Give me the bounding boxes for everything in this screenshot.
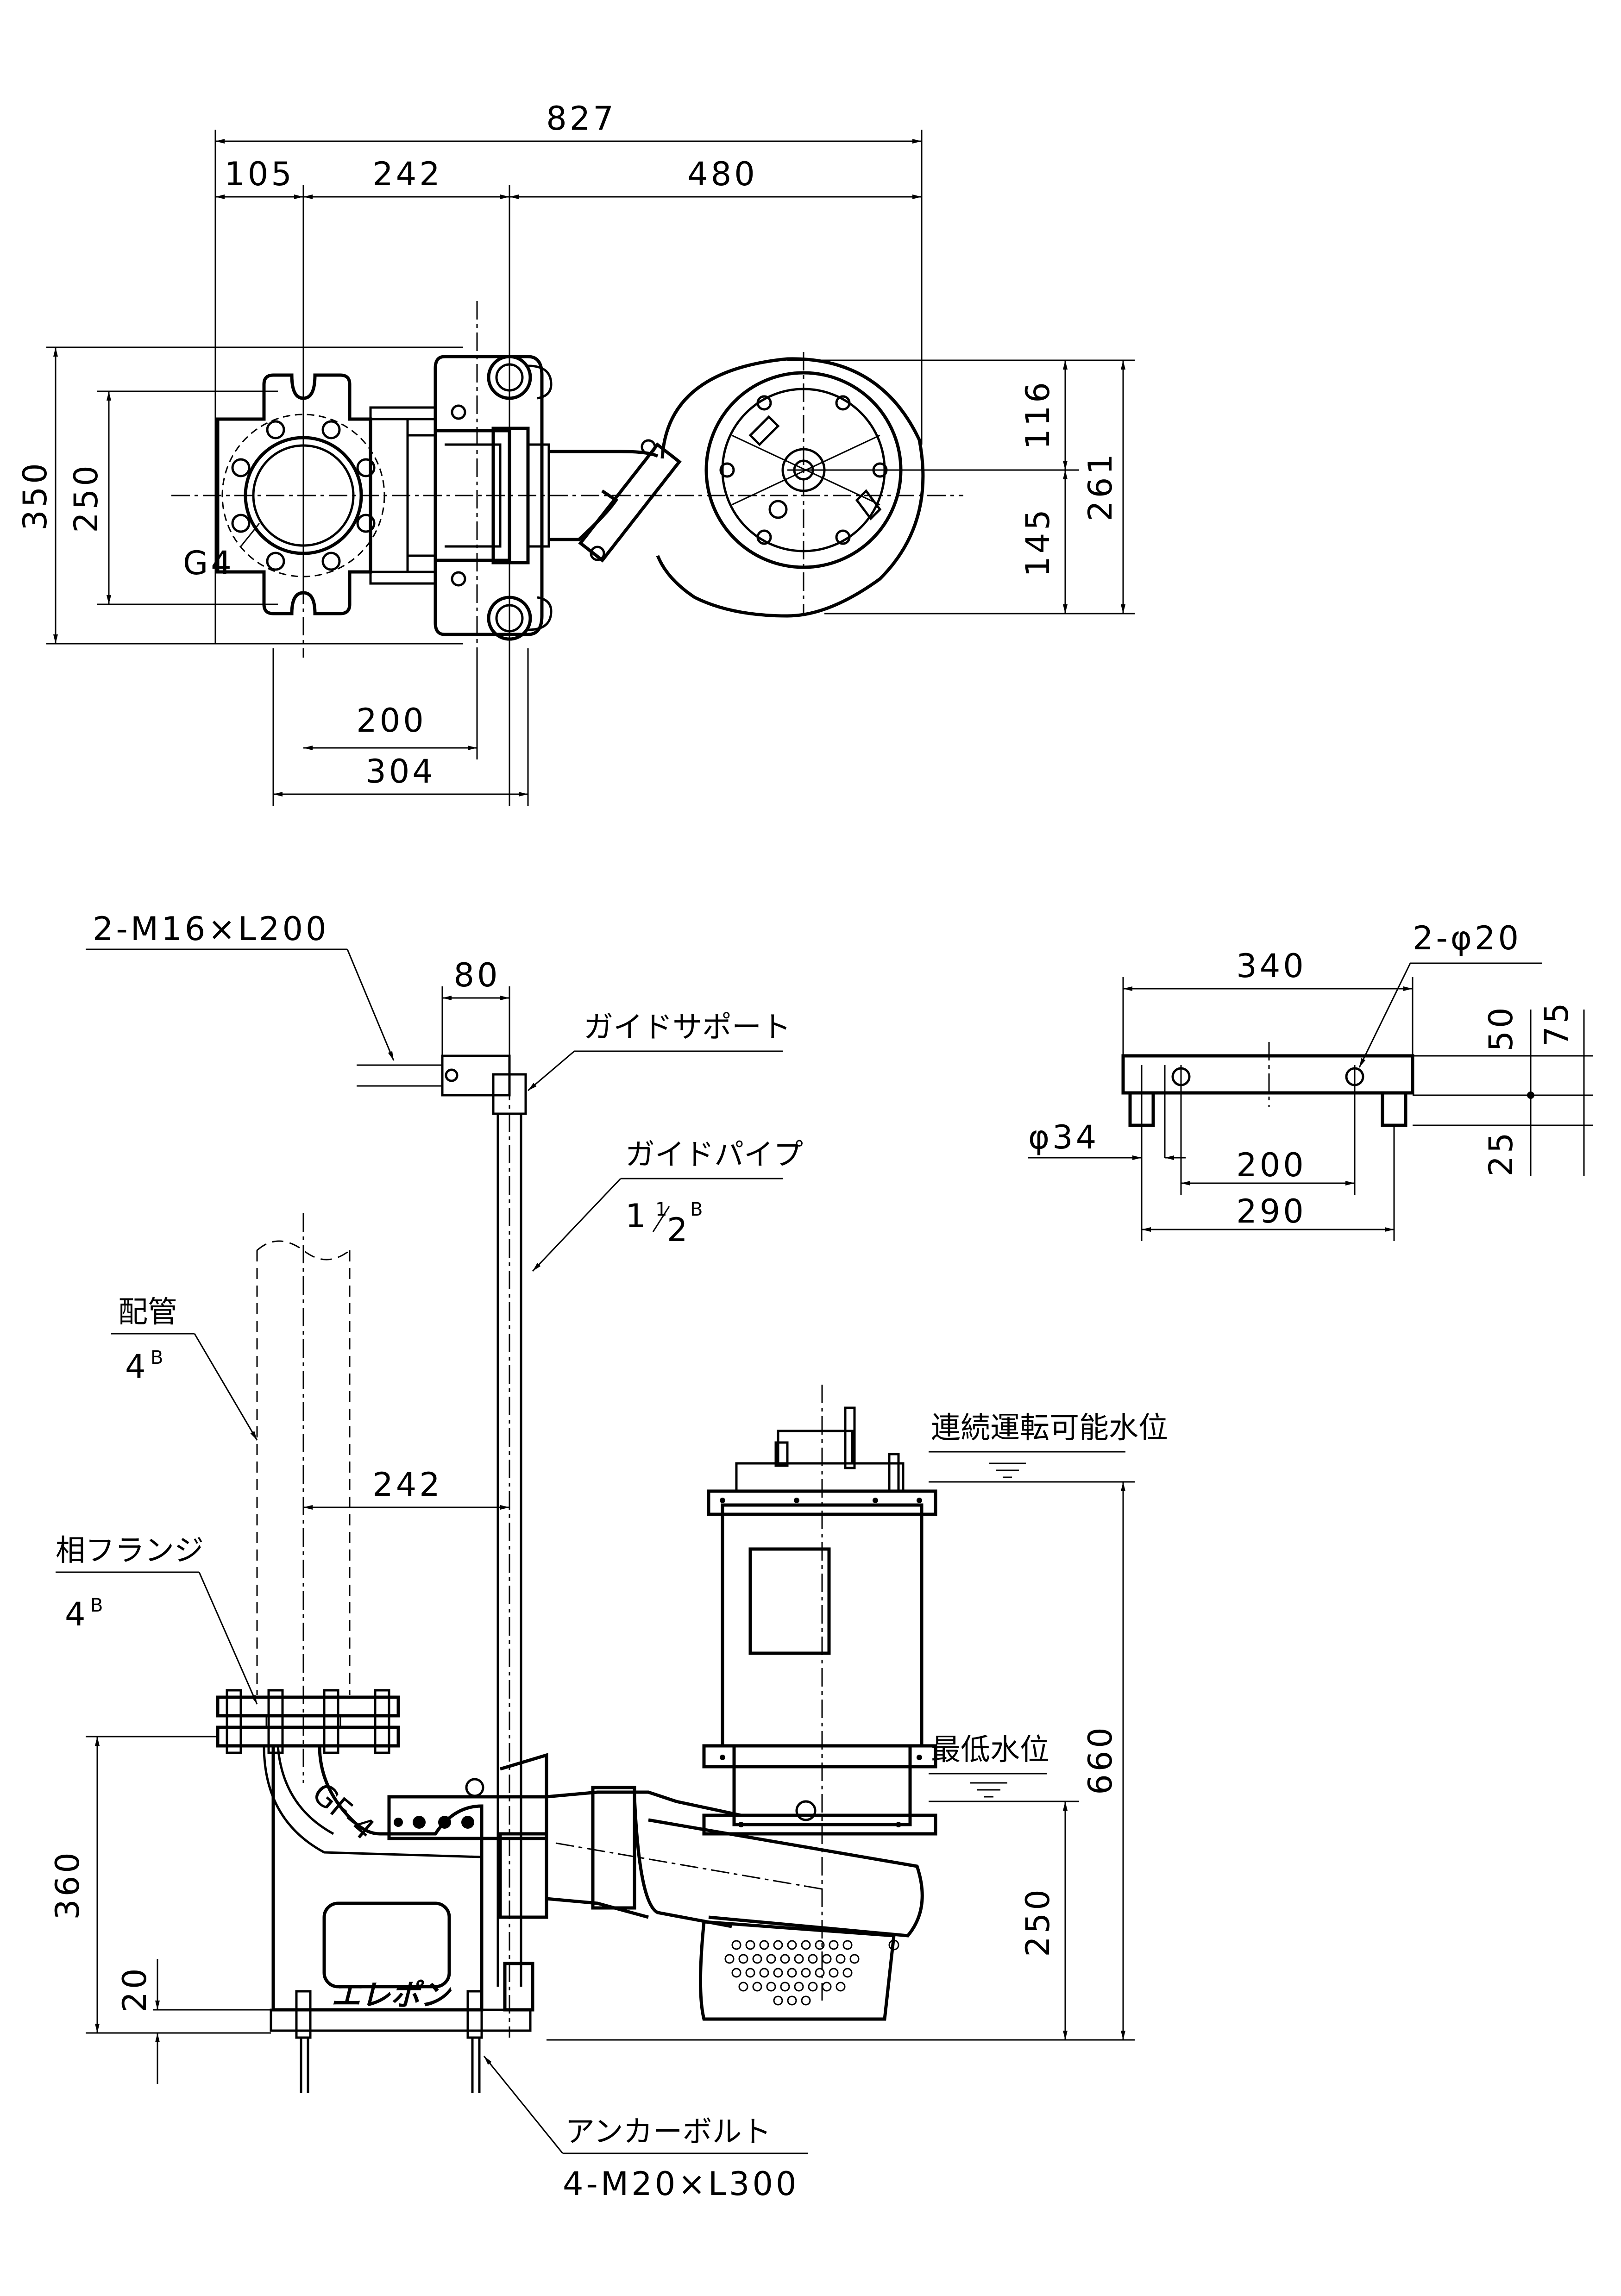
base-plate-view: 340 2-φ20 φ34 200 290 50 75 25 <box>1028 919 1593 1241</box>
continuous-water-level-label: 連続運転可能水位 <box>931 1411 1168 1445</box>
flange-size: 4 <box>65 1595 88 1633</box>
dim-250-elev: 250 <box>1019 1887 1057 1957</box>
dim-480: 480 <box>687 155 758 193</box>
min-water-level-mark <box>970 1782 1007 1798</box>
flange-size-b: B <box>90 1595 103 1616</box>
thread-g4: G4 <box>183 544 234 582</box>
dim-290: 290 <box>1236 1192 1307 1230</box>
phi34: φ34 <box>1028 1118 1099 1156</box>
dim-304: 304 <box>365 753 436 790</box>
piping-size-b: B <box>151 1347 163 1368</box>
strainer-holes <box>724 1940 860 2006</box>
dim-75: 75 <box>1538 1000 1576 1047</box>
dim-200-bp: 200 <box>1236 1146 1307 1184</box>
dim-340: 340 <box>1236 947 1307 985</box>
guide-ring-top <box>487 355 532 400</box>
flange-bolt-set <box>226 1689 390 1754</box>
dim-200-plan: 200 <box>356 702 427 740</box>
dim-20: 20 <box>116 1965 154 2012</box>
pump-volute-elev <box>648 1818 924 1938</box>
mating-flange-label: 相フランジ <box>56 1534 204 1568</box>
anchor-bolt-spec: 4-M20×L300 <box>563 2165 799 2203</box>
dim-25: 25 <box>1482 1129 1520 1176</box>
plan-view: 827 105 242 480 350 250 116 145 261 200 … <box>16 100 1135 806</box>
base-body <box>271 1745 484 2012</box>
dim-50: 50 <box>1482 1004 1520 1051</box>
dim-116: 116 <box>1019 379 1057 450</box>
guide-pipe-fraction-den: 2 <box>667 1211 691 1249</box>
dim-80: 80 <box>453 956 500 994</box>
base-flange <box>216 1725 400 1748</box>
anchor-bolts <box>295 1990 483 2093</box>
dim-250-plan: 250 <box>67 463 105 533</box>
dim-242-plan: 242 <box>372 155 443 193</box>
dim-145: 145 <box>1019 507 1057 577</box>
guide-pipe-fraction-num: 1 <box>655 1199 667 1220</box>
dim-242-elev: 242 <box>372 1466 443 1504</box>
pipe-bore <box>244 436 363 555</box>
anchor-bolt-label: アンカーボルト <box>565 2115 771 2149</box>
pump-volute <box>656 357 925 618</box>
dim-360: 360 <box>49 1850 87 1920</box>
dim-827: 827 <box>546 100 616 138</box>
brand-logo: エレポン <box>331 1978 452 2013</box>
pump-eyebolts <box>774 1406 900 1493</box>
piping-size: 4 <box>125 1348 149 1386</box>
hole-spec: 2-φ20 <box>1413 919 1521 957</box>
base-plate <box>1121 1054 1414 1095</box>
dim-350: 350 <box>16 460 54 531</box>
mating-flange <box>216 1695 400 1718</box>
pump-motor-outline <box>704 371 903 569</box>
piping-label: 配管 <box>118 1295 177 1330</box>
pump-strainer <box>699 1920 896 2021</box>
guide-support-label: ガイドサポート <box>584 1010 791 1045</box>
gf-mark: GF-4 <box>306 1776 381 1847</box>
min-water-level-label: 最低水位 <box>931 1733 1049 1767</box>
flange-plate <box>216 373 372 615</box>
dim-261: 261 <box>1081 451 1119 521</box>
guide-pipe-size: 1 <box>625 1197 649 1235</box>
elevation-view: 2-M16×L200 80 ガイドサポート ガイドパイプ 1 1 2 B <box>49 910 1168 2203</box>
guide-bolt-label: 2-M16×L200 <box>93 910 329 948</box>
guide-pipe-label: ガイドパイプ <box>625 1138 803 1172</box>
dim-105: 105 <box>224 155 295 193</box>
continuous-water-level-mark <box>989 1462 1026 1478</box>
dim-660: 660 <box>1081 1725 1119 1795</box>
pump-bolts <box>719 395 888 545</box>
guide-pipe-b: B <box>690 1199 703 1220</box>
guide-ring-bottom <box>487 596 532 641</box>
flange-bolts <box>231 420 376 571</box>
